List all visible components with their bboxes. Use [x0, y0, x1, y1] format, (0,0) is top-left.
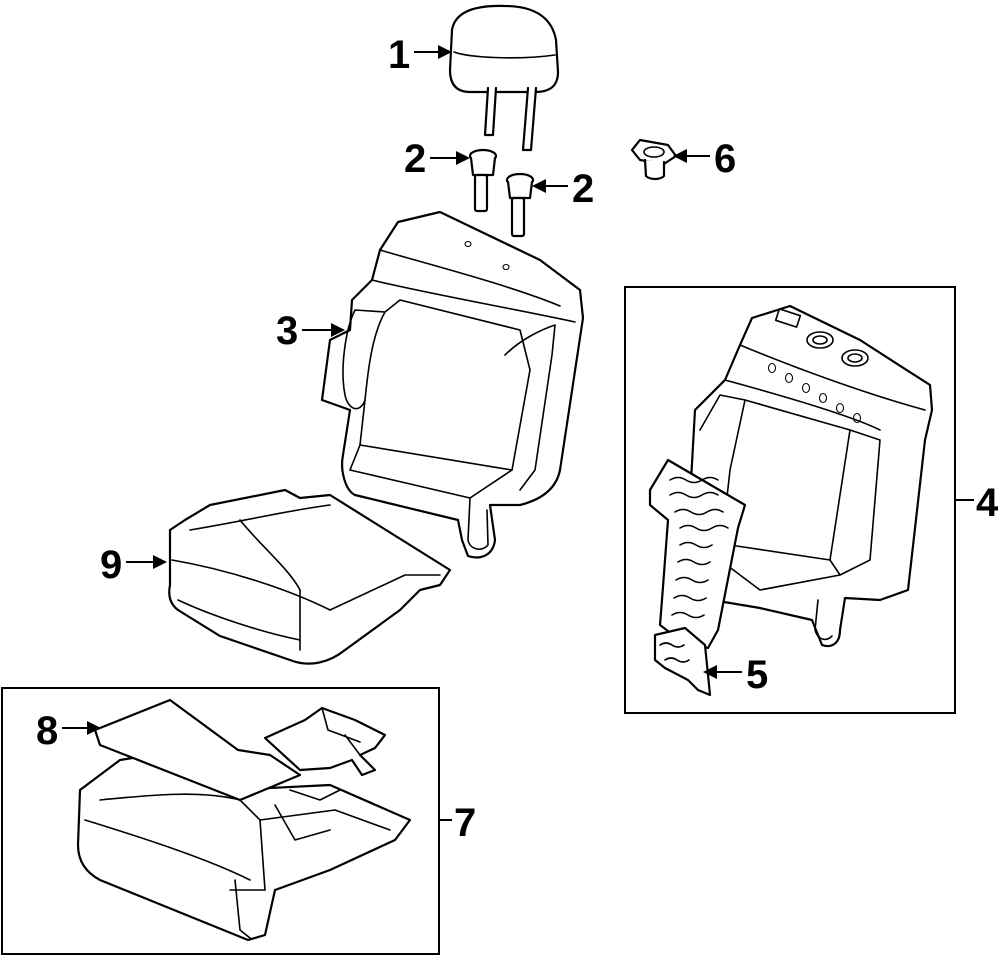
- headrest-guide-right: [505, 172, 535, 238]
- headrest-guide-left: [468, 148, 498, 213]
- guide-cap-part: [630, 138, 678, 181]
- callout-3: 3: [276, 309, 345, 353]
- callout-5-label: 5: [746, 653, 768, 697]
- cushion-frame-part: [76, 750, 412, 942]
- callout-2a-label: 2: [404, 137, 426, 181]
- callout-3-label: 3: [276, 309, 298, 353]
- seatback-pad-part: [648, 458, 747, 697]
- callout-8-label: 8: [36, 709, 58, 753]
- callout-9: 9: [100, 543, 167, 587]
- callout-7: 7: [439, 801, 476, 845]
- callout-1-label: 1: [388, 33, 410, 77]
- callout-4: 4: [955, 481, 999, 525]
- headrest-part: [448, 4, 560, 152]
- callout-6: 6: [673, 137, 736, 181]
- callout-4-label: 4: [976, 481, 999, 525]
- callout-7-label: 7: [454, 801, 476, 845]
- callout-1: 1: [388, 33, 452, 77]
- callout-8: 8: [36, 709, 101, 753]
- seat-cushion-part: [168, 488, 452, 665]
- callout-2a: 2: [404, 137, 470, 181]
- callout-5: 5: [703, 653, 768, 697]
- callout-9-label: 9: [100, 543, 122, 587]
- cushion-mat-part: [93, 698, 387, 802]
- callout-2b: 2: [532, 167, 594, 211]
- callout-6-label: 6: [714, 137, 736, 181]
- callout-2b-label: 2: [572, 167, 594, 211]
- seat-back-part: [320, 210, 585, 559]
